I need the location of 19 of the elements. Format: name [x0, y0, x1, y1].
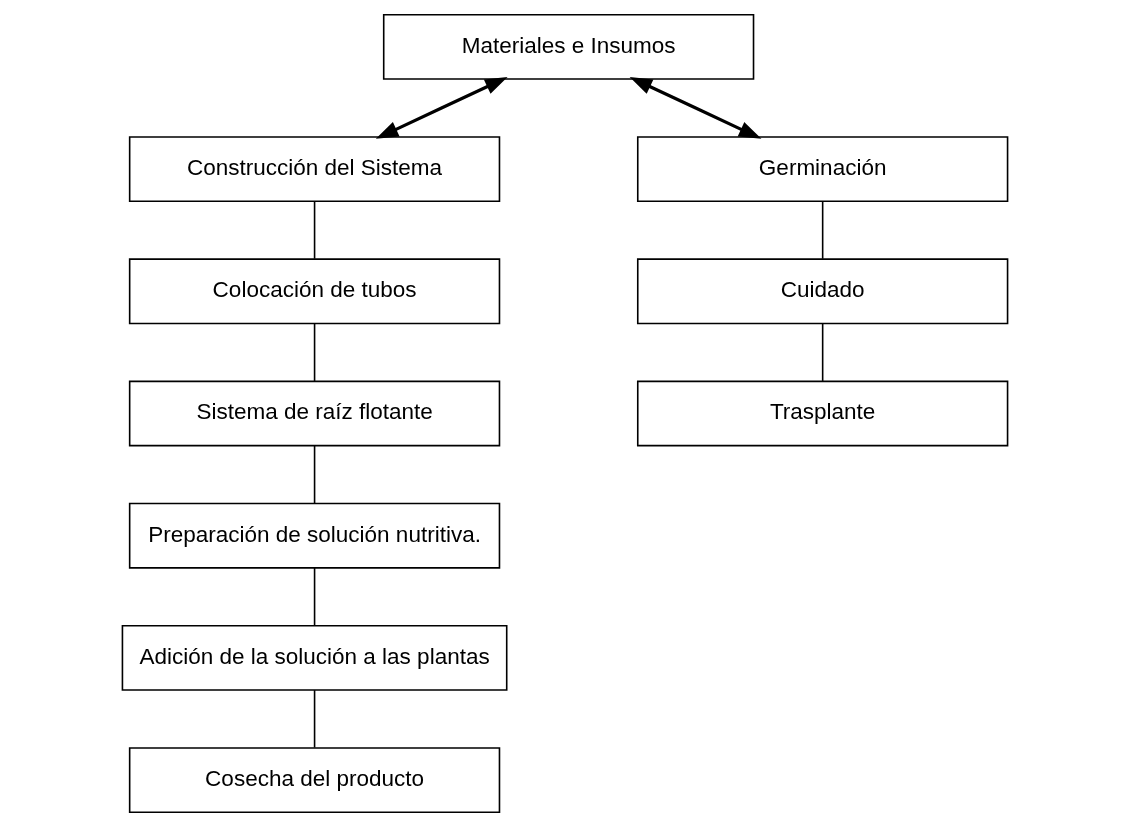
node-box: Adición de la solución a las plantas [121, 624, 507, 691]
node-box: Preparación de solución nutritiva. [128, 502, 500, 569]
node-box: Cosecha del producto [128, 747, 500, 814]
node-box: Colocación de tubos [128, 258, 500, 325]
node-box: Cuidado [636, 258, 1008, 325]
node-box: Materiales e Insumos [382, 13, 754, 80]
node-box: Trasplante [636, 380, 1008, 447]
arrow [629, 77, 761, 139]
node-box: Sistema de raíz flotante [128, 380, 500, 447]
connector [313, 200, 315, 260]
connector [821, 322, 823, 382]
connector [821, 200, 823, 260]
connector [313, 567, 315, 627]
node-box: Construcción del Sistema [128, 136, 500, 203]
node-box: Germinación [636, 136, 1008, 203]
connector [313, 444, 315, 504]
connector [313, 322, 315, 382]
connector [313, 689, 315, 749]
arrow [375, 77, 508, 139]
